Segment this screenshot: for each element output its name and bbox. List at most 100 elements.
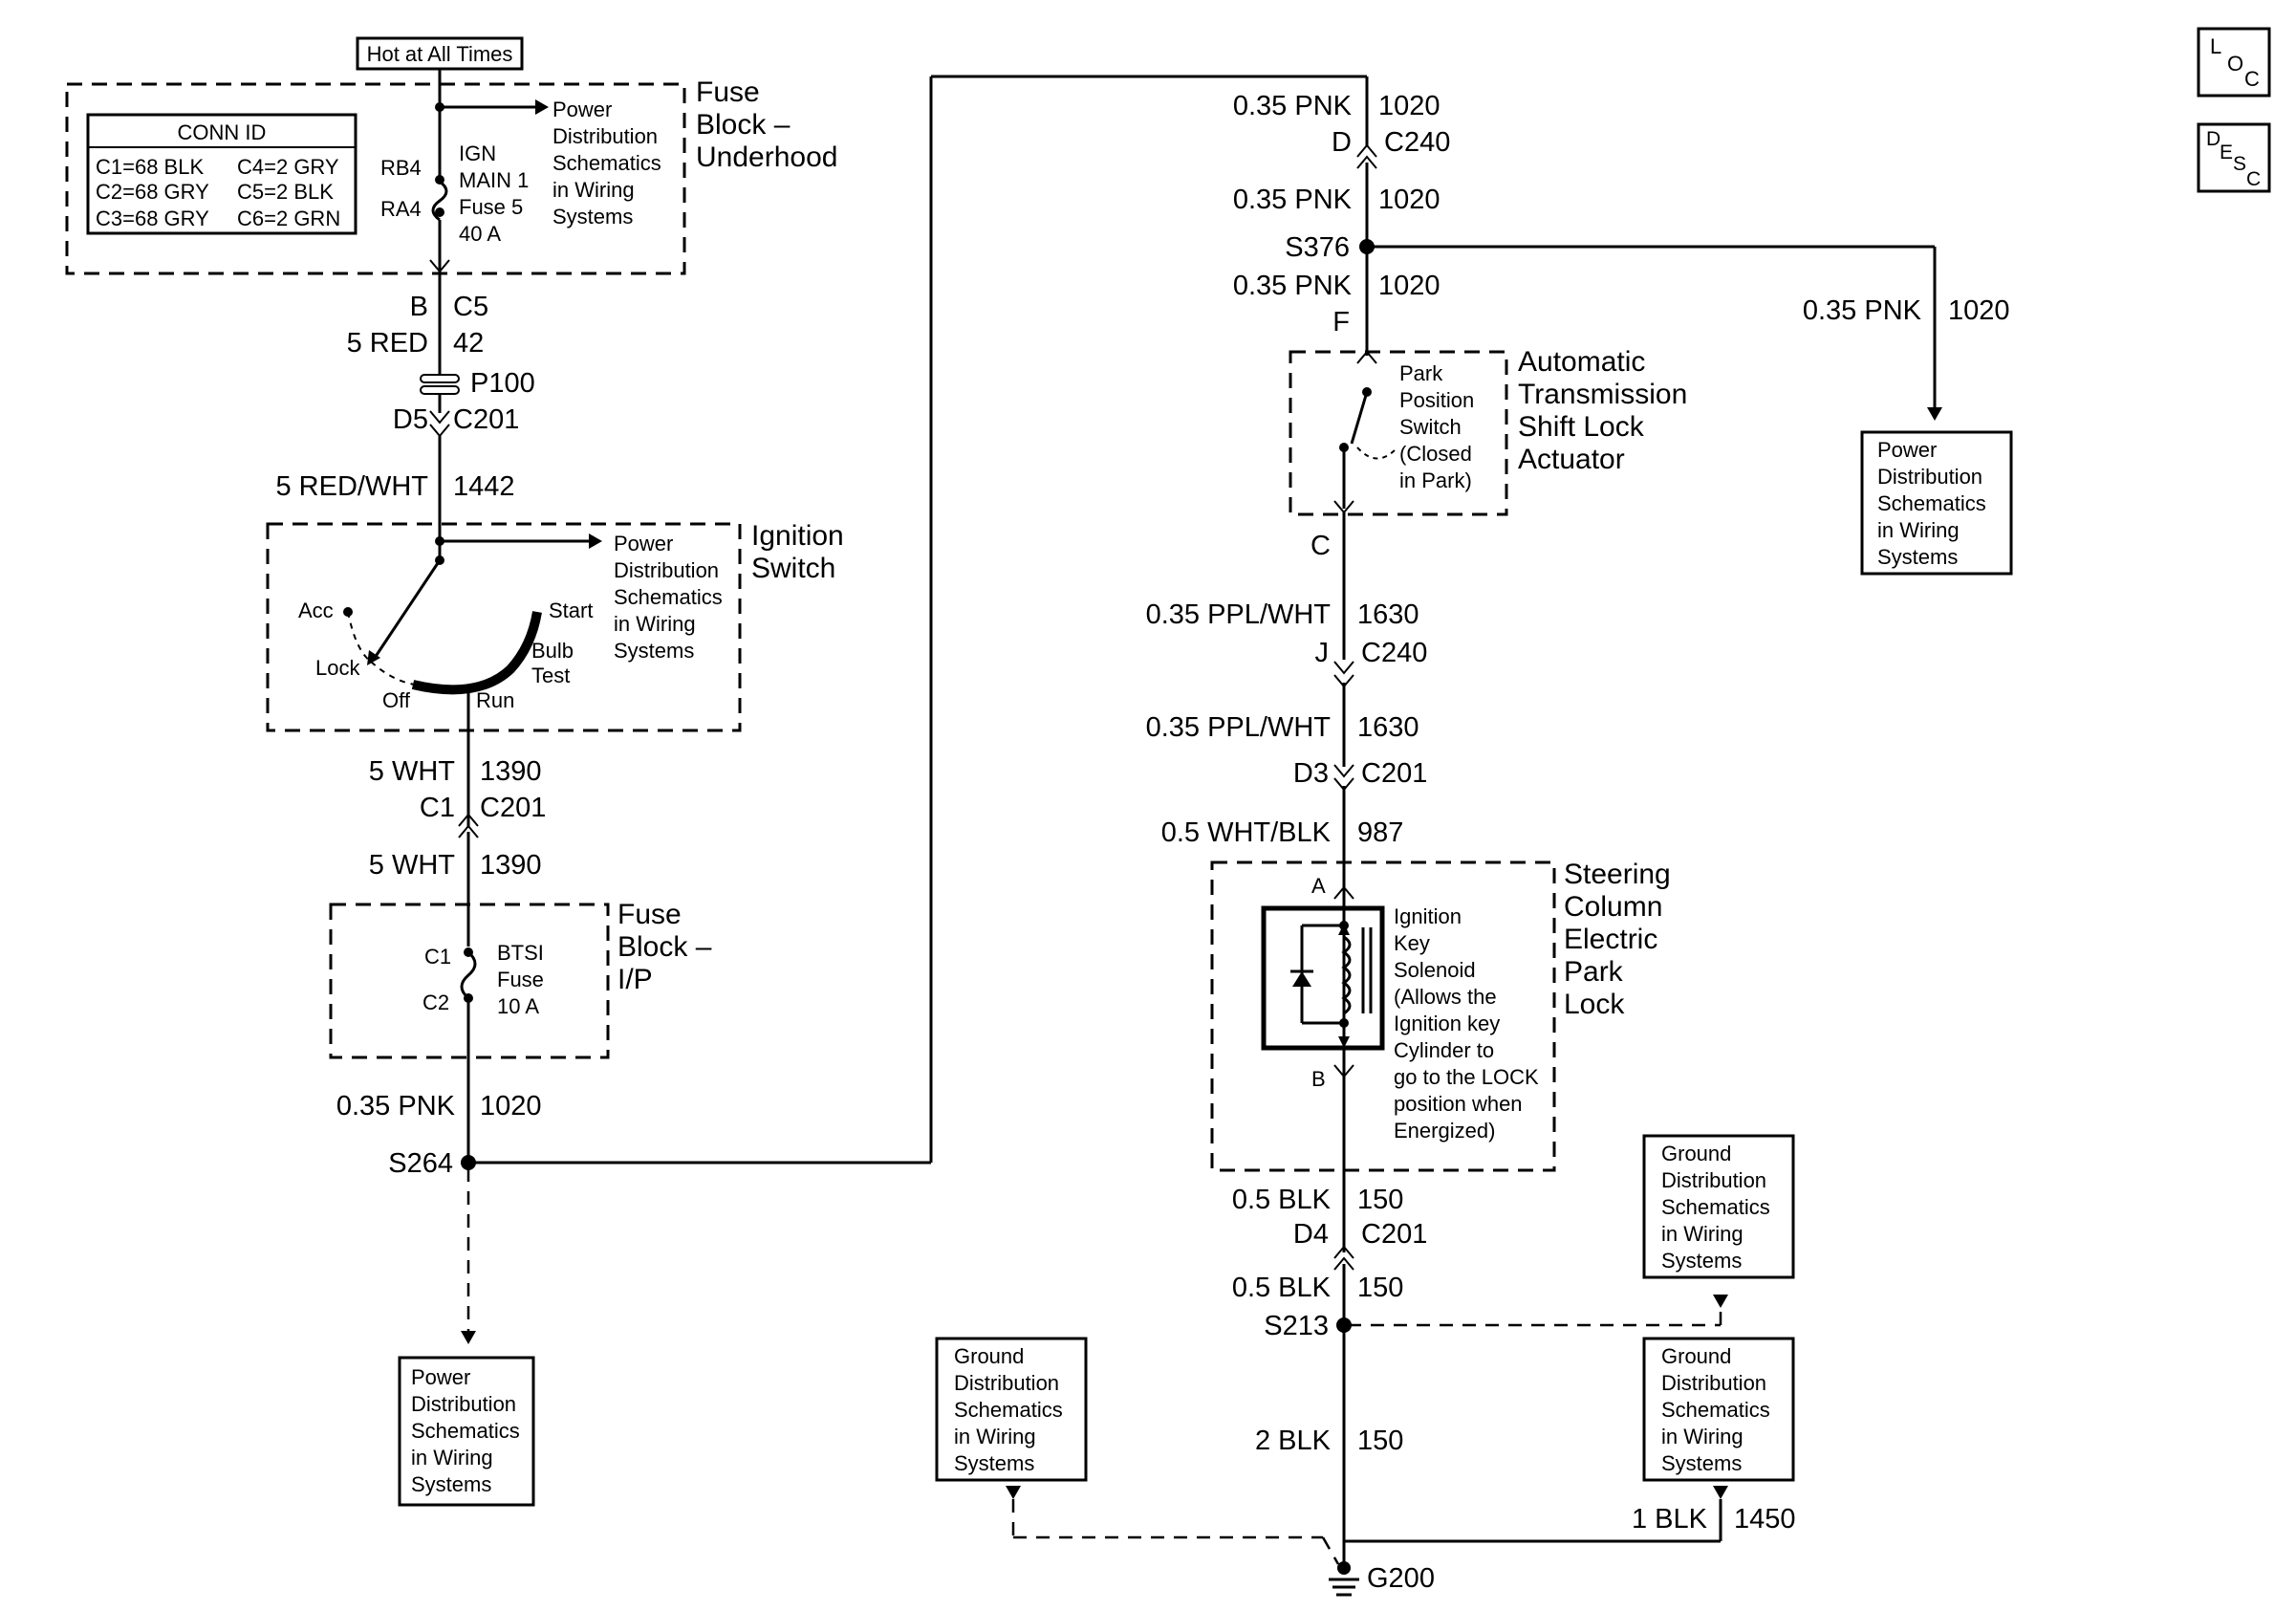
svg-text:2 BLK: 2 BLK (1255, 1426, 1332, 1456)
ground-g200-icon: G200 (1329, 1561, 1435, 1597)
svg-text:Solenoid: Solenoid (1394, 958, 1476, 982)
svg-text:C5=2 BLK: C5=2 BLK (237, 180, 334, 204)
svg-text:Systems: Systems (1661, 1451, 1742, 1475)
svg-text:F: F (1332, 307, 1350, 337)
svg-text:Column: Column (1564, 891, 1662, 923)
svg-text:RA4: RA4 (380, 197, 422, 221)
svg-text:Ground: Ground (954, 1344, 1024, 1368)
svg-text:BTSI: BTSI (497, 941, 544, 965)
svg-text:0.5 BLK: 0.5 BLK (1232, 1185, 1332, 1215)
svg-text:42: 42 (453, 328, 484, 359)
pin-f: F (1332, 307, 1350, 337)
wire-r6: 0.5 WHT/BLK 987 (1161, 817, 1404, 848)
splice-s264: S264 (388, 75, 1367, 1344)
desc-icon[interactable]: D E S C (2197, 122, 2271, 193)
wire-r3: 0.35 PNK 1020 (1233, 271, 1440, 301)
svg-text:Distribution: Distribution (954, 1371, 1059, 1395)
svg-text:Lock: Lock (1564, 989, 1625, 1020)
connector-c240-j: J C240 (1315, 638, 1428, 668)
svg-text:D: D (1332, 127, 1352, 158)
svg-text:C2=68 GRY: C2=68 GRY (96, 180, 209, 204)
svg-text:150: 150 (1357, 1273, 1403, 1303)
svg-text:1390: 1390 (480, 756, 542, 787)
svg-text:Key: Key (1394, 931, 1430, 955)
svg-text:Electric: Electric (1564, 924, 1657, 955)
connector-c201-d3: D3 C201 (1293, 758, 1427, 789)
svg-text:in Wiring: in Wiring (954, 1425, 1036, 1448)
svg-text:E: E (2220, 142, 2233, 163)
svg-text:Power: Power (552, 98, 612, 121)
svg-text:5 RED/WHT: 5 RED/WHT (276, 471, 429, 502)
conn-id-table: CONN ID C1=68 BLK C4=2 GRY C2=68 GRY C5=… (86, 113, 357, 235)
svg-text:D: D (2206, 128, 2220, 150)
svg-text:C240: C240 (1361, 638, 1427, 668)
svg-text:C: C (2244, 67, 2260, 91)
svg-text:C201: C201 (1361, 1219, 1427, 1250)
svg-text:Start: Start (549, 599, 593, 622)
svg-text:in Wiring: in Wiring (411, 1446, 493, 1469)
svg-text:A: A (1311, 874, 1326, 898)
svg-text:1020: 1020 (1948, 295, 2010, 326)
connector-c240-d: D C240 (1332, 127, 1450, 158)
wire-r9: 2 BLK 150 (1255, 1426, 1403, 1456)
svg-text:150: 150 (1357, 1426, 1403, 1456)
svg-text:0.35 PNK: 0.35 PNK (336, 1091, 456, 1121)
svg-text:Switch: Switch (1399, 415, 1462, 439)
loc-icon[interactable]: L O C (2197, 27, 2271, 98)
svg-text:Shift Lock: Shift Lock (1518, 411, 1645, 443)
power-distribution-box-bottom-left: Power Distribution Schematics in Wiring … (398, 1356, 535, 1507)
connector-c201-d5: D5 C201 (393, 404, 519, 560)
svg-text:C3=68 GRY: C3=68 GRY (96, 207, 209, 230)
wire-5-wht-1390-lower: 5 WHT 1390 (369, 850, 542, 881)
svg-text:1630: 1630 (1357, 599, 1419, 630)
hot-at-all-times-label: Hot at All Times (356, 36, 524, 71)
wire-ground-right: 1 BLK 1450 (1632, 1504, 1796, 1535)
svg-text:in Wiring: in Wiring (1877, 518, 1960, 542)
svg-text:987: 987 (1357, 817, 1403, 848)
svg-text:Distribution: Distribution (1661, 1371, 1766, 1395)
svg-text:C: C (2246, 168, 2261, 190)
svg-text:Ignition: Ignition (1394, 904, 1462, 928)
wire-5-red-wht-1442: 5 RED/WHT 1442 (276, 471, 515, 502)
svg-text:Underhood: Underhood (696, 142, 837, 173)
connector-c201-d4: D4 C201 (1293, 1219, 1427, 1250)
svg-text:0.35 PNK: 0.35 PNK (1233, 271, 1353, 301)
svg-text:0.35 PNK: 0.35 PNK (1233, 185, 1353, 215)
svg-text:C201: C201 (480, 793, 546, 823)
svg-text:Acc: Acc (298, 599, 334, 622)
svg-text:40 A: 40 A (459, 222, 501, 246)
wire-r7: 0.5 BLK 150 (1232, 1185, 1404, 1215)
svg-text:D3: D3 (1293, 758, 1329, 789)
svg-text:Cylinder to: Cylinder to (1394, 1038, 1494, 1062)
svg-text:0.5 WHT/BLK: 0.5 WHT/BLK (1161, 817, 1332, 848)
pin-c: C (1310, 531, 1331, 561)
svg-text:5 WHT: 5 WHT (369, 756, 456, 787)
svg-text:Systems: Systems (411, 1472, 491, 1496)
wire-r1: 0.35 PNK 1020 (1233, 91, 1440, 121)
svg-text:1020: 1020 (1378, 271, 1440, 301)
svg-text:Schematics: Schematics (614, 585, 723, 609)
fuse-block-ip: Fuse Block – I/P C1 C2 BTSI Fuse 10 A (329, 899, 712, 1163)
svg-text:IGN: IGN (459, 142, 496, 165)
svg-text:0.35 PNK: 0.35 PNK (1803, 295, 1922, 326)
shift-lock-actuator: Automatic Transmission Shift Lock Actuat… (1289, 346, 1687, 516)
ground-dist-box-right-bottom: Ground Distribution Schematics in Wiring… (1344, 1337, 1795, 1543)
svg-text:Distribution: Distribution (411, 1392, 516, 1416)
svg-text:Off: Off (382, 688, 411, 712)
svg-text:C201: C201 (1361, 758, 1427, 789)
svg-text:Automatic: Automatic (1518, 346, 1645, 378)
svg-text:C4=2 GRY: C4=2 GRY (237, 155, 339, 179)
svg-text:C6=2 GRN: C6=2 GRN (237, 207, 340, 230)
wire-r4: 0.35 PPL/WHT 1630 (1146, 599, 1419, 630)
svg-text:Schematics: Schematics (1661, 1195, 1770, 1219)
svg-text:Fuse: Fuse (617, 899, 682, 930)
svg-text:Schematics: Schematics (552, 151, 661, 175)
connector-c201-c1: C1 C201 (420, 793, 546, 947)
svg-text:S: S (2233, 153, 2246, 175)
svg-text:1390: 1390 (480, 850, 542, 881)
svg-text:Position: Position (1399, 388, 1474, 412)
svg-text:O: O (2227, 52, 2243, 76)
wire-r5: 0.35 PPL/WHT 1630 (1146, 712, 1419, 743)
svg-text:RB4: RB4 (380, 156, 422, 180)
